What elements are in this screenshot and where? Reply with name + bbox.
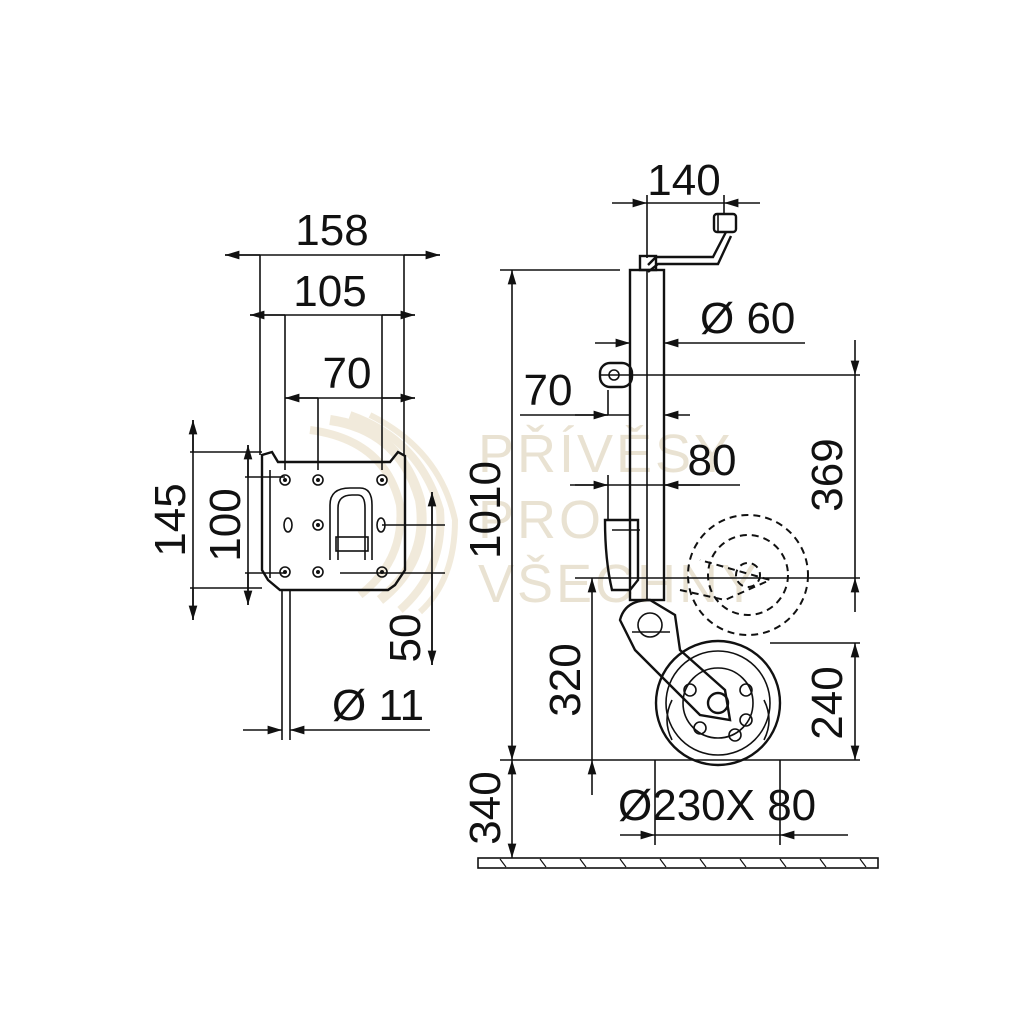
dim-105: 105 bbox=[293, 267, 366, 316]
raised-wheel bbox=[679, 514, 809, 636]
dim-140: 140 bbox=[647, 156, 720, 205]
ground-line bbox=[477, 857, 879, 869]
main-wheel bbox=[654, 639, 782, 767]
dim-240: 240 bbox=[803, 666, 852, 739]
dim-340: 340 bbox=[461, 771, 510, 844]
dim-hole-diameter: Ø 11 bbox=[332, 681, 424, 730]
dim-70-plate: 70 bbox=[323, 349, 372, 398]
dim-369: 369 bbox=[803, 438, 852, 511]
dim-50: 50 bbox=[381, 614, 430, 663]
crank-handle bbox=[638, 212, 738, 273]
watermark-line3: VŠECHNY bbox=[478, 554, 760, 614]
watermark-line1: PŘÍVĚSY bbox=[478, 424, 733, 484]
watermark-line2: PRO bbox=[478, 490, 604, 550]
dim-145: 145 bbox=[146, 483, 195, 556]
dim-100: 100 bbox=[201, 488, 250, 561]
dim-wheel-size: Ø230X 80 bbox=[618, 781, 816, 830]
jockey-wheel-view: 140 Ø 60 70 80 369 1010 320 240 340 bbox=[461, 156, 879, 869]
plate-bolt-holes bbox=[279, 474, 388, 578]
fork-arm bbox=[618, 598, 732, 722]
dim-80-clamp: 80 bbox=[688, 436, 737, 485]
dim-320: 320 bbox=[541, 643, 590, 716]
plate-outline bbox=[260, 450, 407, 592]
dim-tube-diameter: Ø 60 bbox=[700, 294, 795, 343]
dim-158: 158 bbox=[295, 206, 368, 255]
watermark: PŘÍVĚSY PRO VŠECHNY bbox=[309, 411, 760, 615]
dim-70-clamp: 70 bbox=[524, 366, 573, 415]
mounting-plate-view: 158 105 70 145 100 50 Ø 11 bbox=[146, 206, 445, 740]
clamp bbox=[603, 518, 640, 592]
dim-1010: 1010 bbox=[461, 461, 510, 559]
